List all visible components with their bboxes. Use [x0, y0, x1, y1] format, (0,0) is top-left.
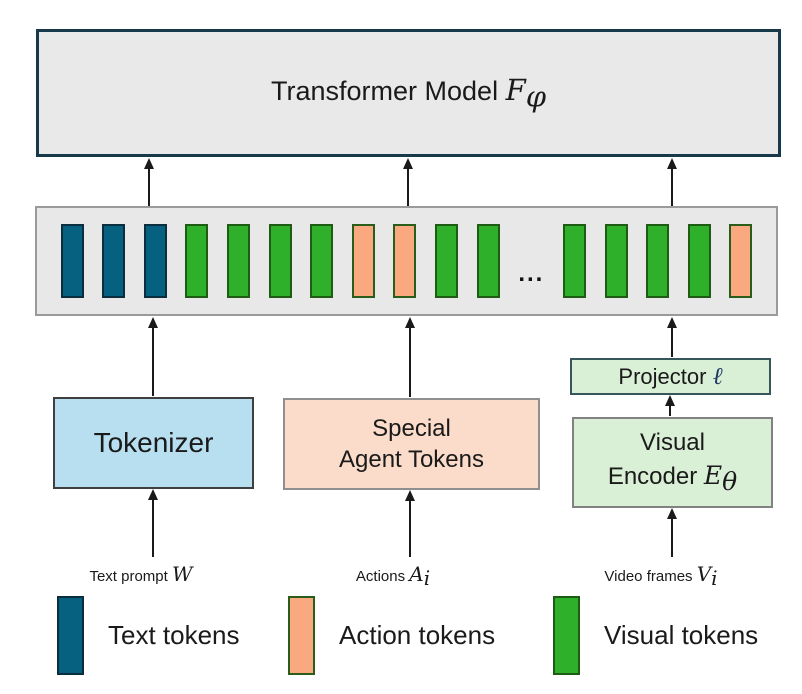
projector-label: Projector ℓ: [618, 362, 723, 390]
token-action: [729, 224, 753, 298]
tokenizer-box: Tokenizer: [53, 397, 254, 489]
input-label-video-frames: Video frames Vi: [604, 562, 718, 590]
special-agent-tokens-label: Special Agent Tokens: [339, 414, 484, 473]
token-visual: [476, 224, 500, 298]
token-visual: [604, 224, 628, 298]
arrow-bar-to-model-right: [671, 160, 673, 206]
input-label-actions: Actions Ai: [355, 562, 431, 590]
action-token-swatch: [288, 596, 315, 675]
legend-item-action-tokens: Action tokens: [288, 596, 495, 675]
token-text: [143, 224, 167, 298]
arrow-tokenizer-to-bar: [152, 319, 154, 396]
token-visual: [687, 224, 711, 298]
arrow-special-to-bar: [409, 319, 411, 397]
ellipsis: ...: [518, 260, 545, 287]
legend-label-visual-tokens: Visual tokens: [604, 620, 759, 650]
token-visual: [435, 224, 459, 298]
tokenizer-label: Tokenizer: [93, 427, 214, 458]
visual-encoder-box: Visual Encoder Eθ: [572, 417, 773, 508]
token-text: [102, 224, 126, 298]
projector-box: Projector ℓ: [570, 358, 771, 395]
arrow-videoframes-to-encoder: [671, 510, 673, 557]
legend-item-text-tokens: Text tokens: [57, 596, 240, 675]
text-token-swatch: [57, 596, 84, 675]
token-visual: [562, 224, 586, 298]
arrow-projector-to-bar: [671, 319, 673, 357]
transformer-model-box: Transformer Model Fφ: [36, 29, 781, 157]
arrow-encoder-to-projector: [669, 397, 671, 416]
legend-label-text-tokens: Text tokens: [108, 620, 240, 650]
arrow-bar-to-model-left: [148, 160, 150, 206]
legend-item-visual-tokens: Visual tokens: [553, 596, 758, 675]
token-visual: [185, 224, 209, 298]
visual-encoder-label: Visual Encoder Eθ: [607, 428, 738, 496]
arrow-bar-to-model-center: [407, 160, 409, 206]
legend-label-action-tokens: Action tokens: [339, 620, 496, 650]
token-visual: [227, 224, 251, 298]
token-action: [351, 224, 375, 298]
visual-token-swatch: [553, 596, 580, 675]
transformer-model-label: Transformer Model Fφ: [271, 72, 546, 114]
token-visual: [310, 224, 334, 298]
input-label-text-prompt: Text prompt W: [89, 562, 193, 586]
token-visual: [268, 224, 292, 298]
arrow-textprompt-to-tokenizer: [152, 491, 154, 557]
arrow-actions-to-special: [409, 492, 411, 557]
token-sequence-bar: ...: [35, 206, 778, 316]
token-text: [60, 224, 84, 298]
token-visual: [646, 224, 670, 298]
special-agent-tokens-box: Special Agent Tokens: [283, 398, 540, 490]
token-action: [393, 224, 417, 298]
